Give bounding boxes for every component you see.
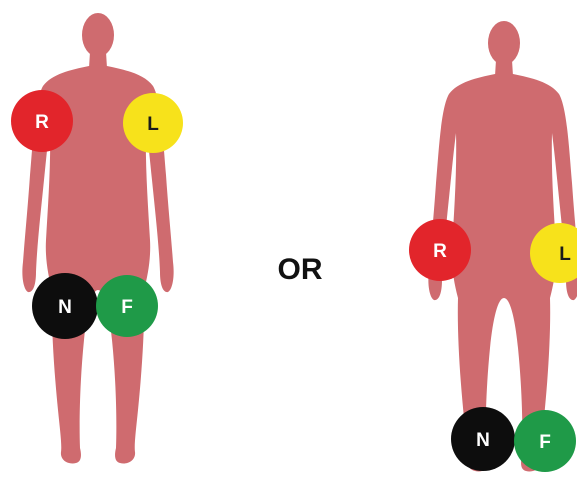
electrode-right-l-label: L: [559, 244, 571, 265]
electrode-left-r: R: [11, 90, 73, 152]
electrode-right-r: R: [409, 219, 471, 281]
electrode-left-f: F: [96, 275, 158, 337]
electrode-left-r-label: R: [35, 112, 49, 133]
electrode-right-n: N: [451, 407, 515, 471]
electrode-right-r-label: R: [433, 241, 447, 262]
electrode-left-f-label: F: [121, 297, 133, 318]
body-silhouette-left: [22, 13, 173, 463]
electrode-left-n: N: [32, 273, 98, 339]
electrode-right-n-label: N: [476, 430, 490, 451]
electrode-left-l: L: [123, 93, 183, 153]
figure-left: [22, 13, 173, 463]
electrode-right-f: F: [514, 410, 576, 472]
or-separator: OR: [278, 253, 323, 286]
electrode-left-l-label: L: [147, 114, 159, 135]
electrode-left-n-label: N: [58, 297, 72, 318]
electrode-right-f-label: F: [539, 432, 551, 453]
